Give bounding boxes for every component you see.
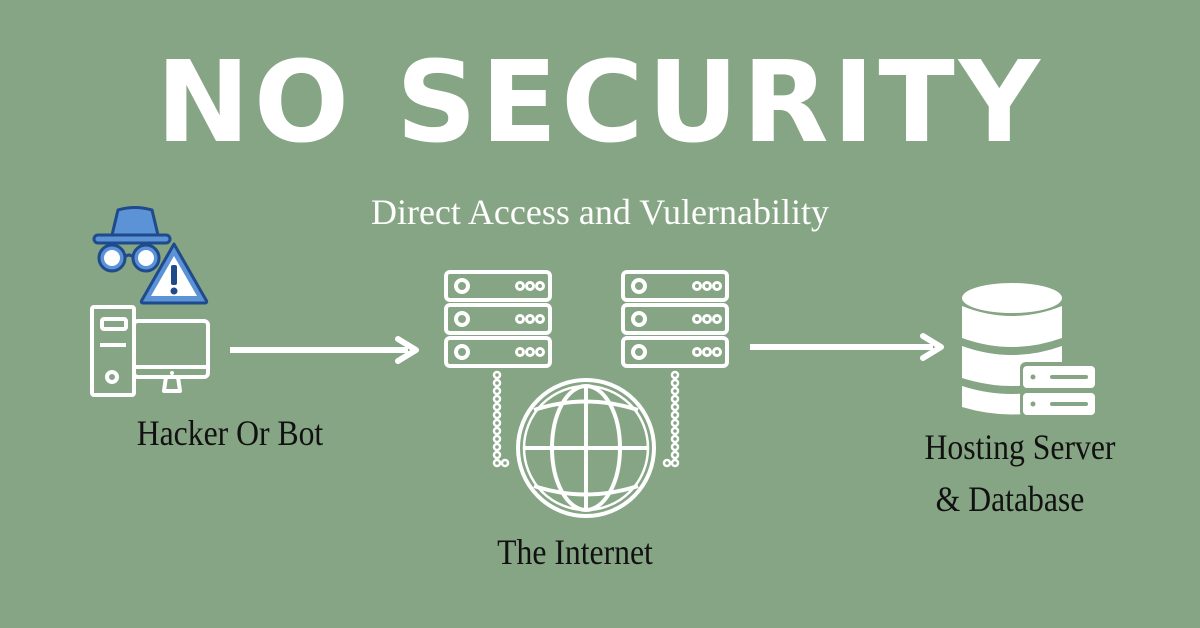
hosting-label-line2: & Database (935, 479, 1085, 519)
page-title: NO SECURITY (156, 38, 1044, 168)
hat-icon (110, 206, 160, 237)
server-rack-right-icon (621, 270, 729, 368)
arrow-hacker-to-internet (230, 336, 419, 364)
arrow-internet-to-hosting (750, 333, 944, 361)
subtitle: Direct Access and Vulernability (370, 192, 830, 232)
globe-icon (516, 378, 656, 518)
hacker-label: Hacker Or Bot (136, 413, 324, 453)
server-rack-left-icon (444, 270, 552, 368)
hosting-label-line1: Hosting Server (924, 427, 1116, 467)
connection-dots (492, 370, 680, 468)
internet-icon-group (444, 270, 729, 518)
database-server-icon (962, 283, 1098, 418)
internet-label: The Internet (497, 532, 653, 572)
server-icon (1020, 362, 1098, 418)
warning-triangle-icon (139, 242, 209, 305)
desktop-computer-icon (90, 305, 210, 397)
spy-icon (92, 206, 172, 273)
